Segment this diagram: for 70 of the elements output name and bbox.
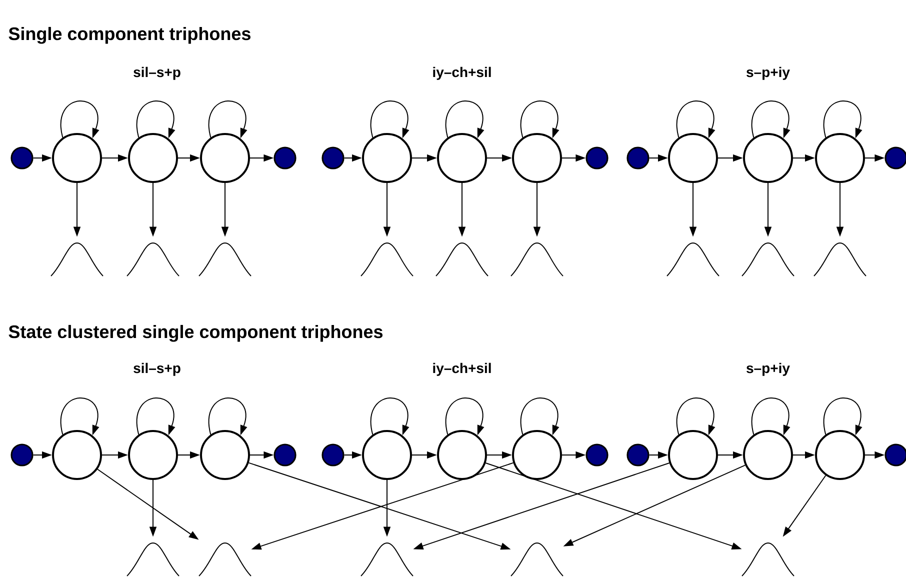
- model-label: sil–s+p: [134, 362, 180, 376]
- start-end-dot: [274, 146, 296, 170]
- start-end-dot: [10, 444, 34, 466]
- state-circle: [512, 133, 562, 183]
- self-loop-arrow: [60, 398, 100, 436]
- self-loop-arrow: [676, 398, 716, 436]
- model-label: iy–ch+sil: [433, 66, 491, 80]
- section-heading: Single component triphones: [8, 26, 250, 44]
- state-circle: [437, 133, 487, 183]
- gaussian-curve: [742, 242, 794, 276]
- gaussian-curve: [360, 542, 414, 576]
- gaussian-curve: [742, 542, 794, 576]
- self-loop-arrow: [823, 398, 862, 436]
- start-end-dot: [322, 444, 344, 466]
- start-end-dot: [626, 444, 650, 466]
- gaussian-curve: [666, 242, 720, 276]
- state-circle: [437, 430, 487, 480]
- start-end-dot: [884, 146, 906, 170]
- start-end-dot: [274, 444, 296, 466]
- start-end-dot: [10, 146, 34, 170]
- self-loop-arrow: [208, 398, 248, 436]
- self-loop-arrow: [136, 100, 176, 138]
- state-circle: [512, 430, 562, 480]
- state-circle: [743, 133, 793, 183]
- self-loop-arrow: [445, 100, 484, 138]
- start-end-dot: [626, 146, 650, 170]
- start-end-dot: [884, 444, 906, 466]
- gaussian-curve: [510, 242, 564, 276]
- gaussian-curve: [510, 542, 564, 576]
- gaussian-curve: [436, 242, 488, 276]
- model-label: s–p+iy: [746, 362, 790, 376]
- start-end-dot: [586, 444, 608, 466]
- gaussian-curve: [198, 242, 252, 276]
- state-circle: [200, 133, 250, 183]
- state-circle: [362, 133, 412, 183]
- section-heading: State clustered single component triphones: [8, 324, 383, 342]
- gaussian-curve: [126, 242, 180, 276]
- self-loop-arrow: [60, 100, 100, 138]
- self-loop-arrow: [208, 100, 248, 138]
- gaussian-curve: [198, 542, 252, 576]
- state-circle: [815, 430, 865, 480]
- self-loop-arrow: [751, 100, 790, 138]
- self-loop-arrow: [370, 398, 410, 436]
- start-end-dot: [322, 146, 344, 170]
- gaussian-curve: [360, 242, 414, 276]
- state-circle: [668, 133, 718, 183]
- self-loop-arrow: [370, 100, 410, 138]
- self-loop-arrow: [520, 100, 560, 138]
- state-circle: [52, 430, 102, 480]
- gaussian-curve: [814, 242, 866, 276]
- state-circle: [815, 133, 865, 183]
- state-circle: [743, 430, 793, 480]
- self-loop-arrow: [676, 100, 716, 138]
- state-circle: [668, 430, 718, 480]
- model-label: s–p+iy: [746, 66, 790, 80]
- gaussian-curve: [126, 542, 180, 576]
- state-circle: [128, 133, 178, 183]
- self-loop-arrow: [136, 398, 176, 436]
- state-circle: [52, 133, 102, 183]
- self-loop-arrow: [823, 100, 862, 138]
- self-loop-arrow: [751, 398, 790, 436]
- self-loop-arrow: [445, 398, 484, 436]
- model-label: sil–s+p: [134, 66, 180, 80]
- gaussian-curve: [50, 242, 104, 276]
- model-label: iy–ch+sil: [433, 362, 491, 376]
- self-loop-arrow: [520, 398, 560, 436]
- state-circle: [128, 430, 178, 480]
- state-circle: [362, 430, 412, 480]
- start-end-dot: [586, 146, 608, 170]
- state-circle: [200, 430, 250, 480]
